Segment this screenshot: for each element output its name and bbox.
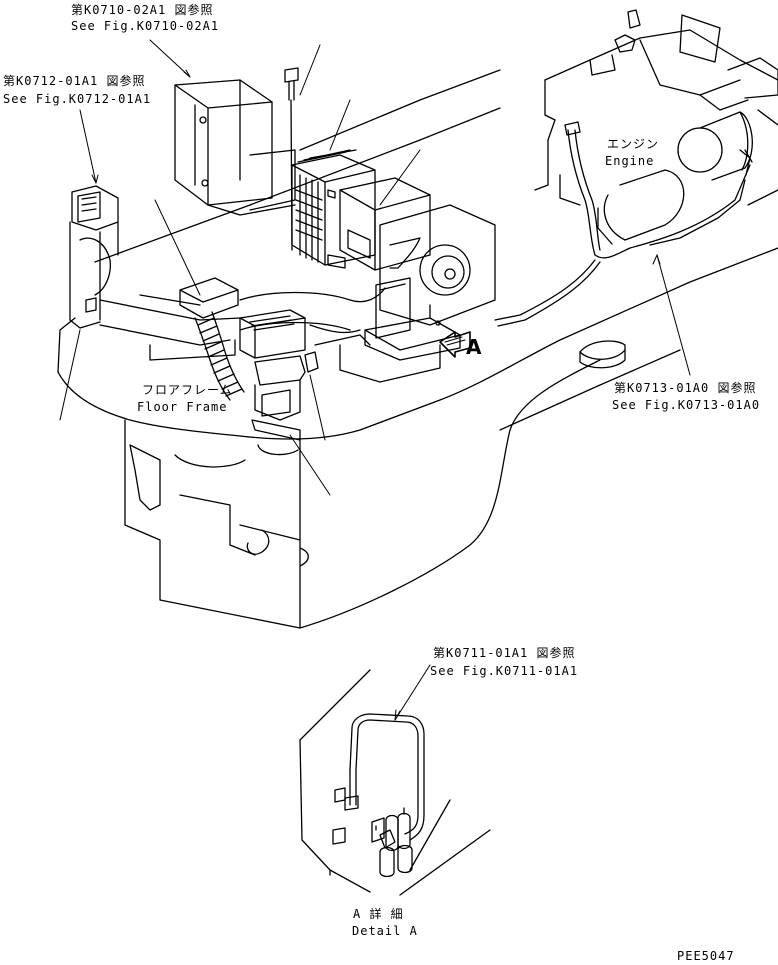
engine <box>534 9 778 246</box>
flexible-duct-hoses <box>179 277 441 401</box>
ref-k0712-jp: 第K0712-01A1 図参照 <box>3 74 146 88</box>
air-conditioner-unit <box>249 149 496 361</box>
ref-k0713-en: See Fig.K0713-01A0 <box>612 398 761 412</box>
floor-frame-label-jp: フロアフレーム <box>142 383 233 397</box>
leader-lines <box>59 39 691 721</box>
floor-frame <box>57 69 778 629</box>
left-vent-duct <box>69 185 241 361</box>
ref-k0710-jp: 第K0710-02A1 図参照 <box>71 3 214 17</box>
engine-label-jp: エンジン <box>607 137 660 151</box>
floor-frame-label-en: Floor Frame <box>137 400 228 414</box>
view-arrow-a <box>439 331 471 358</box>
controller-box <box>174 79 296 216</box>
mount-pad-edge <box>579 349 626 360</box>
center-control-panel <box>239 309 319 456</box>
ref-k0712-en: See Fig.K0712-01A1 <box>3 92 152 106</box>
detail-a-title-en: Detail A <box>352 924 418 938</box>
engine-harness <box>494 121 753 327</box>
detail-a-view <box>299 669 491 896</box>
detail-a-title-jp: A 詳 細 <box>353 907 404 921</box>
view-arrow-label: A <box>466 335 483 359</box>
ref-k0711-en: See Fig.K0711-01A1 <box>430 664 579 678</box>
drawing-number: PEE5047 <box>677 949 735 963</box>
ref-k0710-en: See Fig.K0710-02A1 <box>71 19 220 33</box>
ref-k0713-jp: 第K0713-01A0 図参照 <box>614 381 757 395</box>
ref-k0711-jp: 第K0711-01A1 図参照 <box>433 646 576 660</box>
engine-label-en: Engine <box>605 154 655 168</box>
mount-pad <box>579 340 626 369</box>
